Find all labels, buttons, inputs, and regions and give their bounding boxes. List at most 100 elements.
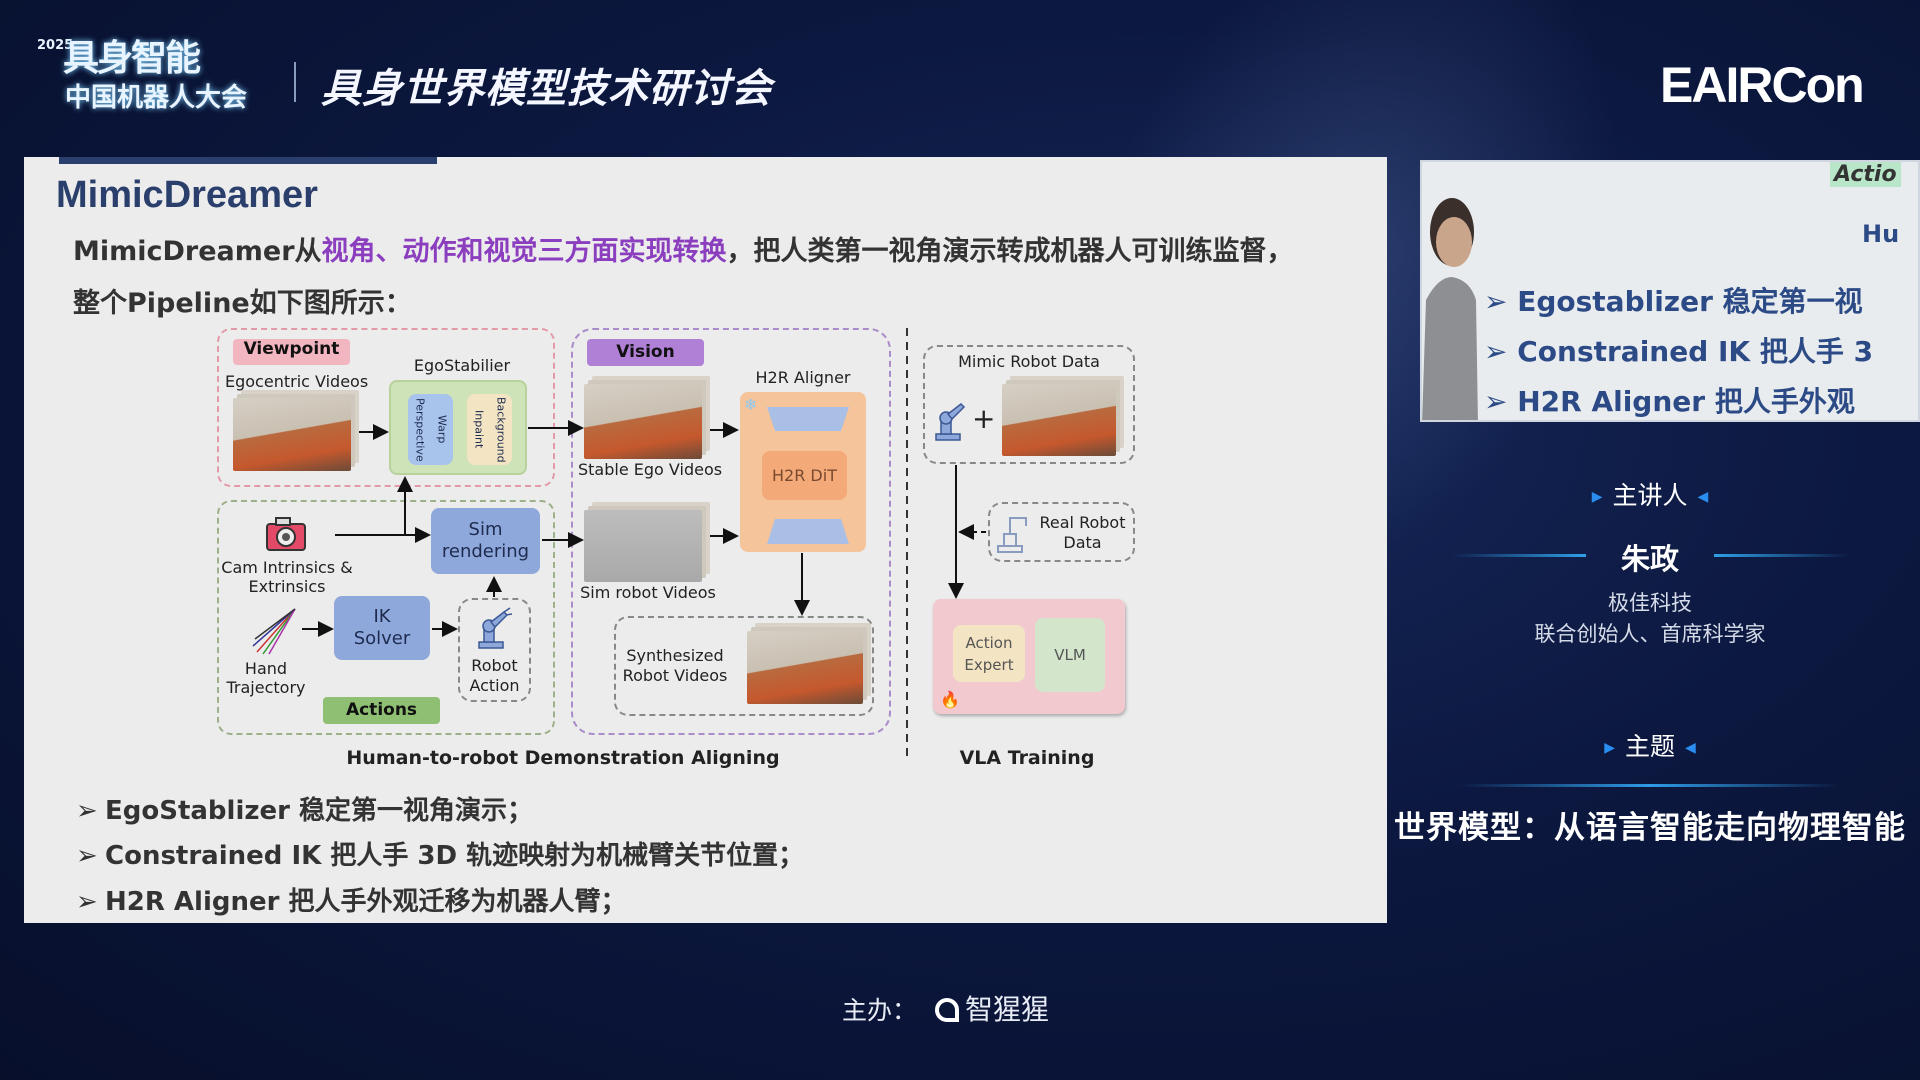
sim-rendering-block: Sim rendering [431, 508, 540, 574]
actions-group [217, 500, 555, 735]
bullet-item: ➢Constrained IK 把人手 3D 轨迹映射为机械臂关节位置； [76, 835, 804, 872]
topic-line [1460, 784, 1840, 787]
intro-highlight: 视角、动作和视觉三方面实现转换 [321, 236, 727, 267]
robot-action-label-2: Action [469, 676, 520, 695]
logo-line2: 中国机器人大会 [65, 83, 248, 113]
mimic-robot-video-thumbnail [1002, 384, 1116, 456]
synthesized-group [614, 616, 874, 716]
synthesized-label-2: Robot Videos [622, 666, 728, 685]
caption-left: Human-to-robot Demonstration Aligning [346, 747, 780, 769]
egocentric-videos-label: Egocentric Videos [225, 372, 369, 391]
host-label: 主办： [842, 996, 918, 1025]
header-divider [294, 62, 296, 102]
hand-label-1: Hand [244, 659, 288, 678]
speaker-role: 联合创始人、首席科学家 [1534, 622, 1766, 646]
slide-intro: MimicDreamer从视角、动作和视觉三方面实现转换，把人类第一视角演示转成… [73, 229, 1294, 268]
bullet-text: EgoStablizer 稳定第一视角演示； [105, 796, 534, 826]
robot-arm-icon [935, 403, 966, 441]
brand-logo: EAIRCon [1660, 57, 1865, 113]
egostabilier-label: EgoStabilier [413, 356, 511, 375]
speaker-heading: ▶ 主讲人 ◀ [1420, 476, 1880, 512]
cam-label-2: Extrinsics [248, 577, 326, 596]
zhixingxing-logo-icon [935, 998, 960, 1022]
name-line-left [1451, 554, 1586, 557]
egocentric-video-thumbnail [233, 398, 351, 471]
conference-logo: 2025 具身智能 中国机器人大会 [37, 39, 263, 123]
robot-arm-icon [478, 607, 513, 649]
triangle-left-icon: ◀ [1685, 740, 1696, 756]
video-text: ➢ Constrained IK 把人手 3 [1484, 335, 1874, 368]
chevron-right-icon: ➢ [76, 841, 98, 871]
video-text: Actio [1830, 162, 1901, 187]
camera-icon [266, 517, 306, 551]
plus-icon: + [972, 402, 996, 435]
bullet-item: ➢H2R Aligner 把人手外观迁移为机器人臂； [76, 881, 627, 918]
slide [24, 157, 1387, 923]
logo-line1: 具身智能 [63, 38, 201, 79]
vision-group [571, 328, 891, 735]
bullet-item: ➢EgoStablizer 稳定第一视角演示； [76, 790, 533, 827]
snowflake-icon: ❄ [744, 395, 758, 414]
triangle-right-icon: ▶ [1604, 740, 1615, 756]
footer-host: 主办： 智猩猩 [842, 988, 1049, 1028]
speaker-silhouette [1422, 198, 1478, 420]
speaker-name: 朱政 [1620, 542, 1679, 576]
mimic-robot-data-label: Mimic Robot Data [958, 352, 1100, 371]
robot-action-label-1: Robot [471, 656, 518, 675]
intro-suffix: ，把人类第一视角演示转成机器人可训练监督， [726, 236, 1294, 267]
speaker-label: 主讲人 [1612, 481, 1688, 510]
slide-top-bar [59, 157, 437, 164]
warp-perspective-block: Warp Perspective [408, 394, 453, 465]
topic-title: 世界模型：从语言智能走向物理智能 [1394, 810, 1906, 846]
vision-tag: Vision [587, 339, 704, 366]
real-robot-label-1: Real Robot [1039, 513, 1126, 532]
video-text: ➢ Egostablizer 稳定第一视 [1484, 285, 1863, 318]
bullet-text: Constrained IK 把人手 3D 轨迹映射为机械臂关节位置； [105, 841, 805, 871]
h2r-encoder-decoder-shapes [767, 407, 849, 544]
topic-label: 主题 [1624, 732, 1675, 761]
cam-label-1: Cam Intrinsics & [221, 558, 353, 577]
mimic-robot-data-group [923, 345, 1135, 464]
background-inpaint-block: Background Inpaint [467, 394, 512, 465]
slide-intro-line2: 整个Pipeline如下图所示： [73, 288, 412, 319]
actions-tag: Actions [323, 697, 440, 724]
viewpoint-tag: Viewpoint [233, 339, 350, 365]
speaker-video: Actio Hu ➢ Egostablizer 稳定第一视 ➢ Constrai… [1420, 160, 1920, 422]
robot-action-group [458, 598, 531, 702]
synthesized-video-thumbnail [747, 631, 863, 704]
hand-trajectory-icon [252, 608, 296, 655]
vlm-block: VLM [1035, 618, 1105, 692]
ik-solver-block: IK Solver [334, 596, 430, 660]
bullet-text: H2R Aligner 把人手外观迁移为机器人臂； [105, 887, 627, 917]
chevron-right-icon: ➢ [76, 887, 98, 917]
chevron-right-icon: ➢ [76, 796, 98, 826]
real-robot-data-group [988, 502, 1135, 562]
action-expert-label-2: Expert [964, 655, 1014, 674]
hand-label-2: Trajectory [226, 678, 306, 697]
stable-ego-video-thumbnail [584, 384, 702, 459]
host-name: 智猩猩 [965, 993, 1050, 1026]
viewpoint-group [217, 328, 555, 487]
h2r-aligner-label: H2R Aligner [755, 368, 851, 387]
slide-title: MimicDreamer [56, 174, 318, 216]
video-text: Hu [1862, 220, 1900, 248]
h2r-dit-block: H2R DiT [762, 451, 847, 500]
real-robot-arm-icon [997, 517, 1027, 553]
action-expert-label-1: Action [965, 633, 1013, 652]
event-title: 具身世界模型技术研讨会 [321, 66, 772, 112]
sim-robot-label: Sim robot Videos [580, 583, 716, 602]
triangle-left-icon: ◀ [1697, 489, 1709, 505]
video-text: ➢ H2R Aligner 把人手外观 [1484, 385, 1855, 418]
sim-robot-video-thumbnail [584, 510, 702, 582]
fire-icon: 🔥 [940, 690, 960, 709]
topic-heading: ▶ 主题 ◀ [1420, 727, 1880, 763]
caption-right: VLA Training [959, 747, 1095, 769]
synthesized-label-1: Synthesized [626, 646, 724, 665]
triangle-right-icon: ▶ [1591, 489, 1603, 505]
stable-ego-label: Stable Ego Videos [578, 460, 723, 479]
speaker-company: 极佳科技 [1608, 591, 1692, 615]
real-robot-label-2: Data [1063, 533, 1102, 552]
intro-prefix: MimicDreamer从 [73, 236, 322, 267]
